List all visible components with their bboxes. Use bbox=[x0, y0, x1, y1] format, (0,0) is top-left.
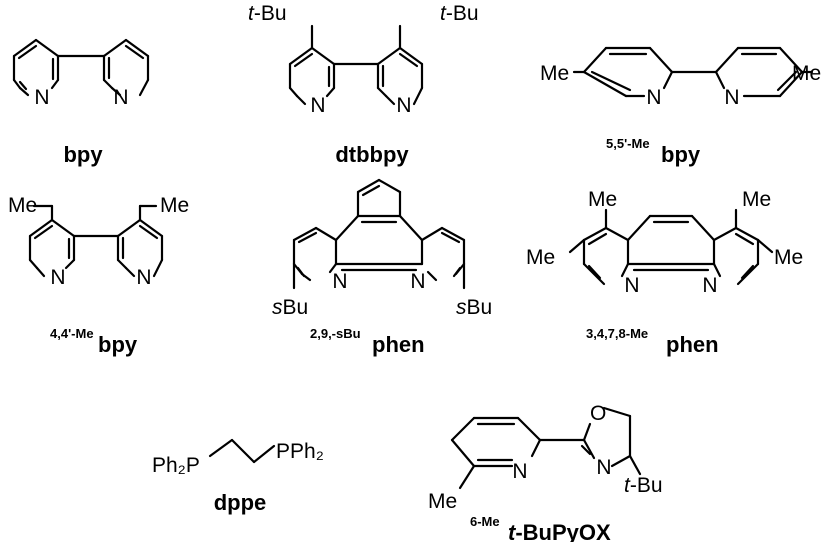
atom-n: N bbox=[624, 274, 639, 297]
substituent-sbu: sBu bbox=[272, 296, 308, 319]
substituent-tbu: t-Bu bbox=[440, 2, 479, 25]
label-44-me-bpy: bpy bbox=[98, 332, 138, 357]
substituent-sbu: sBu bbox=[456, 296, 492, 319]
bonds-55-me-bpy bbox=[572, 46, 814, 98]
bonds-6-me-tbu-pyox bbox=[450, 406, 642, 490]
bonds-29-sbu-phen bbox=[292, 178, 466, 290]
substituent-tbu: t-Bu bbox=[248, 2, 287, 25]
structure-dtbbpy: t-Bu t-Bu N N dtbbpy bbox=[248, 2, 479, 167]
atom-n: N bbox=[113, 86, 128, 109]
structure-29-sbu-phen: N N sBu sBu 2,9,-sBu phen bbox=[272, 178, 492, 357]
substituent-me: Me bbox=[160, 194, 189, 217]
substituent-me: Me bbox=[428, 490, 457, 513]
atom-n: N bbox=[34, 86, 49, 109]
atom-n: N bbox=[410, 270, 425, 293]
atom-n: N bbox=[724, 86, 739, 109]
substituent-me: Me bbox=[526, 246, 555, 269]
substituent-me: Me bbox=[742, 188, 771, 211]
group-pph2: PPh₂ bbox=[276, 440, 324, 463]
label-bpy: bpy bbox=[63, 142, 103, 167]
label-55-me-superscript: 5,5'-Me bbox=[606, 136, 650, 151]
label-29-sbu-phen: phen bbox=[372, 332, 425, 357]
label-44-me-superscript: 4,4'-Me bbox=[50, 326, 94, 341]
atom-n: N bbox=[50, 266, 65, 289]
bonds-bpy bbox=[12, 38, 150, 97]
group-ph2p: Ph₂P bbox=[152, 454, 200, 477]
structure-55-me-bpy: Me Me N N 5,5'-Me bpy bbox=[540, 46, 821, 167]
label-3478-me-phen: phen bbox=[666, 332, 719, 357]
atom-n: N bbox=[702, 274, 717, 297]
atom-n: N bbox=[646, 86, 661, 109]
atom-n: N bbox=[332, 270, 347, 293]
substituent-me: Me bbox=[792, 62, 821, 85]
structure-bpy: N N bpy bbox=[12, 38, 150, 167]
substituent-me: Me bbox=[774, 246, 803, 269]
substituent-me: Me bbox=[8, 194, 37, 217]
label-55-me-bpy: bpy bbox=[661, 142, 701, 167]
atom-n: N bbox=[596, 456, 611, 479]
bonds-dtbbpy bbox=[288, 24, 424, 106]
atom-o: O bbox=[590, 402, 606, 425]
atom-n: N bbox=[396, 94, 411, 117]
bonds-dppe bbox=[208, 438, 276, 464]
substituent-me: Me bbox=[588, 188, 617, 211]
structure-6-me-tbu-pyox: O N N Me t-Bu 6-Me t-BuPyOX bbox=[428, 402, 663, 542]
atom-n: N bbox=[310, 94, 325, 117]
label-tbu-pyox: t-BuPyOX bbox=[508, 520, 611, 542]
label-29-sbu-superscript: 2,9,-sBu bbox=[310, 326, 361, 341]
structure-44-me-bpy: Me Me N N 4,4'-Me bpy bbox=[8, 194, 189, 357]
structure-dppe: Ph₂P PPh₂ dppe bbox=[152, 438, 324, 515]
bonds-44-me-bpy bbox=[28, 204, 164, 278]
bonds-3478-me-phen bbox=[568, 208, 774, 286]
label-3478-me-superscript: 3,4,7,8-Me bbox=[586, 326, 648, 341]
label-6-me-superscript: 6-Me bbox=[470, 514, 500, 529]
atom-n: N bbox=[512, 460, 527, 483]
substituent-me: Me bbox=[540, 62, 569, 85]
label-dppe: dppe bbox=[214, 490, 267, 515]
label-dtbbpy: dtbbpy bbox=[335, 142, 409, 167]
structure-3478-me-phen: Me Me Me Me N N 3,4,7,8-Me phen bbox=[526, 188, 803, 357]
atom-n: N bbox=[136, 266, 151, 289]
substituent-tbu: t-Bu bbox=[624, 474, 663, 497]
